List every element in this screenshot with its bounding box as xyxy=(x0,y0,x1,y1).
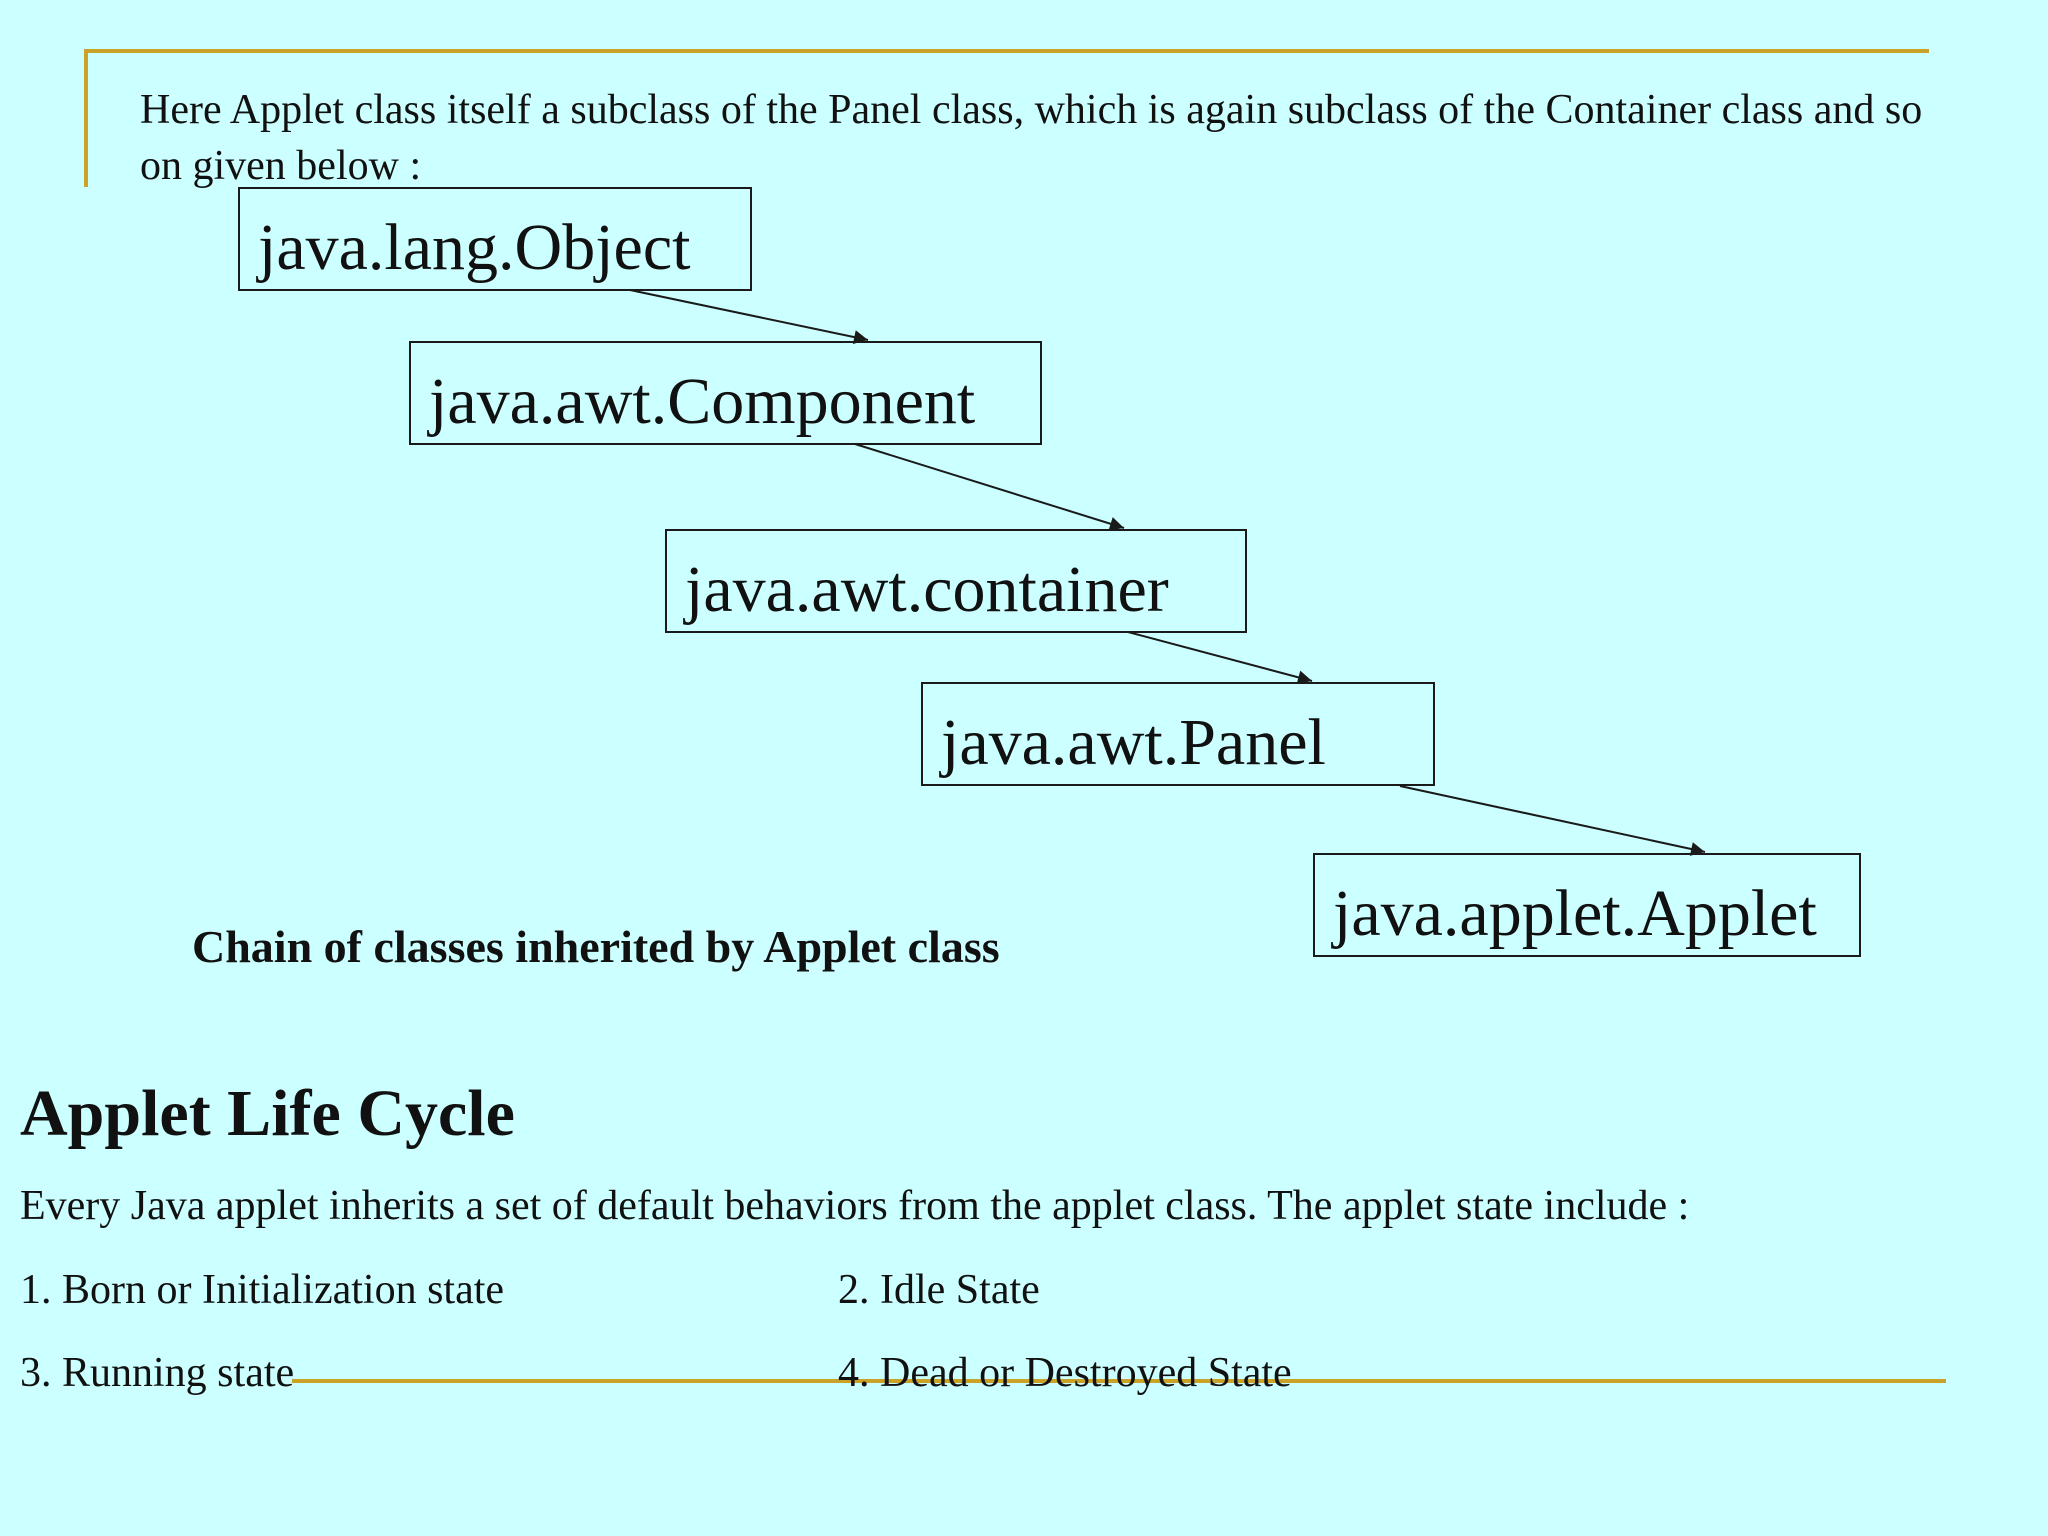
top-accent-line xyxy=(84,49,1929,53)
intro-text: Here Applet class itself a subclass of t… xyxy=(140,87,1923,189)
class-box-applet: java.applet.Applet xyxy=(1313,853,1861,957)
class-label: java.awt.container xyxy=(685,553,1169,626)
class-label: java.lang.Object xyxy=(258,211,691,284)
arrow-container-to-panel xyxy=(1127,631,1313,685)
class-box-panel: java.awt.Panel xyxy=(921,682,1435,786)
section-title: Applet Life Cycle xyxy=(20,1077,515,1150)
class-label: java.awt.Component xyxy=(429,365,976,438)
class-box-component: java.awt.Component xyxy=(409,341,1042,445)
diagram-caption: Chain of classes inherited by Applet cla… xyxy=(192,921,1000,972)
class-label: java.awt.Panel xyxy=(941,706,1326,779)
arrow-object-to-component xyxy=(629,289,869,344)
state-item-idle: 2. Idle State xyxy=(838,1267,1040,1313)
left-accent-line xyxy=(84,49,88,187)
state-item-born: 1. Born or Initialization state xyxy=(20,1267,505,1313)
arrow-panel-to-applet xyxy=(1399,785,1706,856)
bottom-accent-line xyxy=(292,1379,1946,1383)
state-item-running: 3. Running state xyxy=(20,1350,295,1396)
class-box-container: java.awt.container xyxy=(665,529,1247,633)
class-box-object: java.lang.Object xyxy=(238,187,752,291)
state-item-dead: 4. Dead or Destroyed State xyxy=(838,1350,1292,1396)
arrow-component-to-container xyxy=(854,443,1125,531)
class-label: java.applet.Applet xyxy=(1333,877,1817,950)
life-cycle-description: Every Java applet inherits a set of defa… xyxy=(20,1183,1690,1229)
